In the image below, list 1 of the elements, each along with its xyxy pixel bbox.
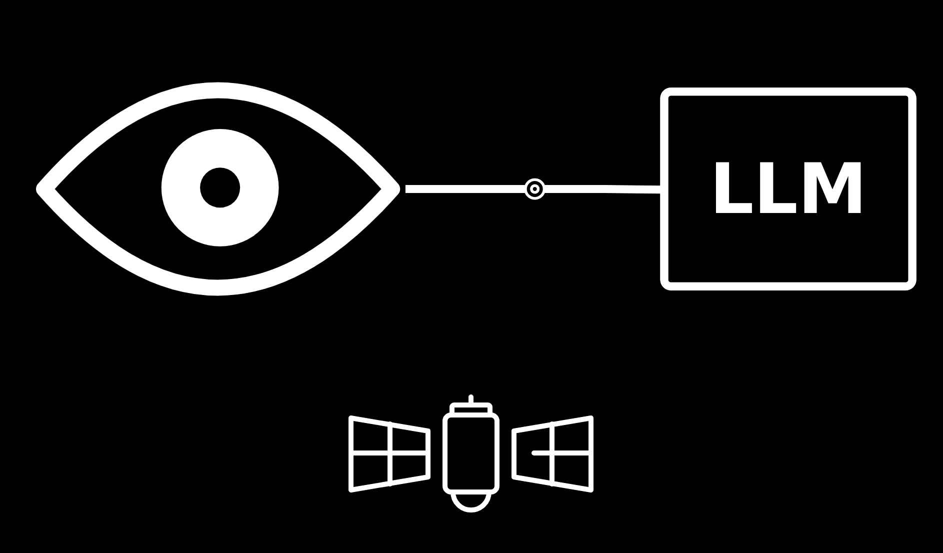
connector [405, 185, 526, 193]
